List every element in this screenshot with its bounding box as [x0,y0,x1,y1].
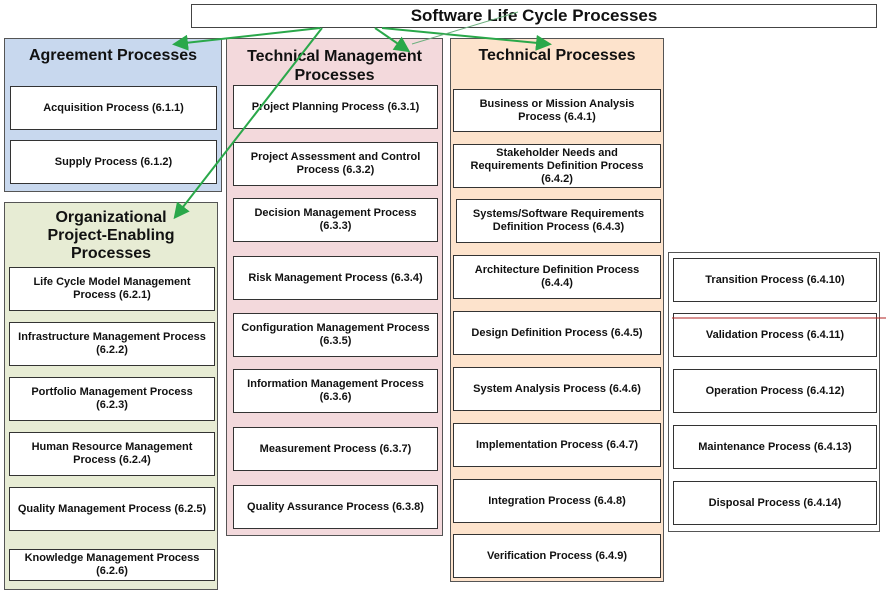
process-box-6-2-6: Knowledge Management Process (6.2.6) [9,549,215,581]
process-box-6-4-14: Disposal Process (6.4.14) [673,481,877,525]
process-box-6-3-2: Project Assessment and Control Process (… [233,142,438,186]
process-box-6-2-2: Infrastructure Management Process (6.2.2… [9,322,215,366]
process-box-6-2-4: Human Resource Management Process (6.2.4… [9,432,215,476]
process-box-6-3-5: Configuration Management Process (6.3.5) [233,313,438,357]
organizational-title-line3: Processes [70,245,152,262]
process-box-6-4-6: System Analysis Process (6.4.6) [453,367,661,411]
process-box-6-3-4: Risk Management Process (6.3.4) [233,256,438,300]
technical-management-title-line2: Processes [294,67,375,84]
process-box-6-4-9: Verification Process (6.4.9) [453,534,661,578]
technical-processes-group-2: Transition Process (6.4.10) Validation P… [668,252,880,532]
process-box-6-4-13: Maintenance Process (6.4.13) [673,425,877,469]
technical-processes-title: Technical Processes [478,47,636,64]
process-box-6-4-11: Validation Process (6.4.11) [673,313,877,357]
process-box-6-2-1: Life Cycle Model Management Process (6.2… [9,267,215,311]
process-box-6-4-1: Business or Mission Analysis Process (6.… [453,89,661,132]
process-box-6-4-3: Systems/Software Requirements Definition… [456,199,661,243]
organizational-title-line2: Project-Enabling [47,227,175,244]
organizational-processes-title: Organizational Project-Enabling Processe… [5,209,217,263]
process-box-6-4-12: Operation Process (6.4.12) [673,369,877,413]
agreement-processes-group: Agreement Processes Acquisition Process … [4,38,222,192]
organizational-processes-group: Organizational Project-Enabling Processe… [4,202,218,590]
technical-management-processes-group: Technical Management Processes Project P… [226,38,443,536]
process-box-6-4-8: Integration Process (6.4.8) [453,479,661,523]
process-box-6-2-5: Quality Management Process (6.2.5) [9,487,215,531]
process-box-6-4-10: Transition Process (6.4.10) [673,258,877,302]
diagram-title: Software Life Cycle Processes [191,4,877,28]
process-box-6-4-5: Design Definition Process (6.4.5) [453,311,661,355]
process-box-6-3-7: Measurement Process (6.3.7) [233,427,438,471]
process-box-6-4-2: Stakeholder Needs and Requirements Defin… [453,144,661,188]
organizational-title-line1: Organizational [55,209,167,226]
process-box-6-3-3: Decision Management Process (6.3.3) [233,198,438,242]
technical-management-title-line1: Technical Management [247,48,422,65]
technical-management-processes-title: Technical Management Processes [227,47,442,85]
process-box-6-1-1: Acquisition Process (6.1.1) [10,86,217,130]
technical-processes-group: Technical Processes Business or Mission … [450,38,664,582]
process-box-6-3-8: Quality Assurance Process (6.3.8) [233,485,438,529]
process-box-6-1-2: Supply Process (6.1.2) [10,140,217,184]
agreement-processes-title: Agreement Processes [28,47,198,64]
process-box-6-4-7: Implementation Process (6.4.7) [453,423,661,467]
process-box-6-2-3: Portfolio Management Process (6.2.3) [9,377,215,421]
process-box-6-3-6: Information Management Process (6.3.6) [233,369,438,413]
process-box-6-4-4: Architecture Definition Process (6.4.4) [453,255,661,299]
process-box-6-3-1: Project Planning Process (6.3.1) [233,85,438,129]
